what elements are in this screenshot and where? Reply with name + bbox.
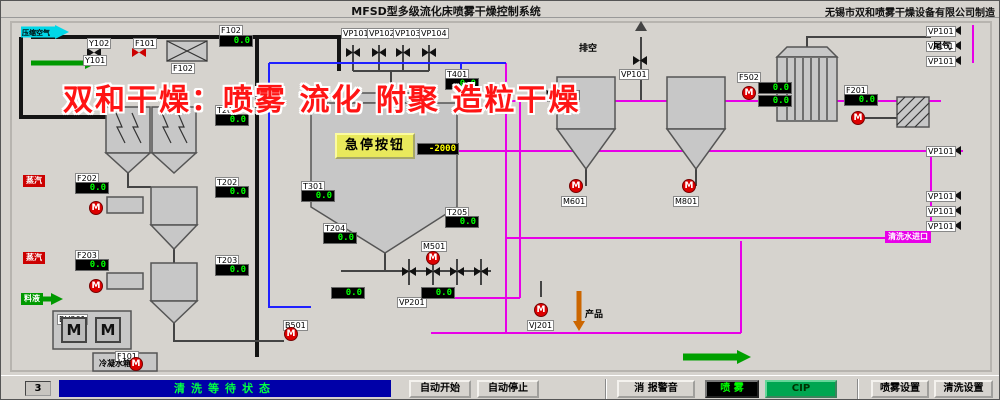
pump-b501[interactable]: M <box>284 327 298 341</box>
tag-vp101-r3: VP101 <box>926 56 956 67</box>
display-f502-a: 0.0 <box>758 82 792 94</box>
tag-vp104: VP104 <box>419 28 449 39</box>
watermark-text: 双和干燥：喷雾 流化 附聚 造粒干燥 <box>63 83 581 118</box>
emergency-stop-button[interactable]: 急停按钮 <box>335 133 415 159</box>
product-arrow <box>573 291 585 331</box>
tail-gas-label: 尾气 <box>933 42 952 52</box>
tag-vp101-r7: VP101 <box>926 221 956 232</box>
steam-label-1: 蒸汽 <box>23 175 45 187</box>
pump-m601[interactable]: M <box>569 179 583 193</box>
steam-label-2: 蒸汽 <box>23 252 45 264</box>
title-bar: MFSD型多级流化床喷雾干燥控制系统 无锡市双和喷雾干燥设备有限公司制造 <box>1 1 999 19</box>
display-silo1-feed: 0.0 <box>546 90 580 102</box>
cip-button[interactable]: CIP <box>765 380 837 398</box>
tag-vp101-r4: VP101 <box>926 146 956 157</box>
pump-f202[interactable]: M <box>89 201 103 215</box>
manufacturer-label: 无锡市双和喷雾干燥设备有限公司制造 <box>825 8 995 19</box>
display-t202: 0.0 <box>215 186 249 198</box>
display-t203: 0.0 <box>215 264 249 276</box>
display-f502-b: 0.0 <box>758 95 792 107</box>
tag-vp101-r2: VP101 <box>926 41 956 52</box>
tag-m801: M801 <box>673 196 700 207</box>
pump-f201[interactable]: M <box>851 111 865 125</box>
tag-y102: Y102 <box>87 38 112 49</box>
auto-stop-button[interactable]: 自动停止 <box>477 380 539 398</box>
main-air-pipes <box>19 35 341 357</box>
tag-vp201: VP201 <box>397 297 427 308</box>
tag-f101-pump: F101 <box>115 351 139 362</box>
tag-vp101-r6: VP101 <box>926 206 956 217</box>
display-chamber-vacuum: -2000 <box>417 143 459 155</box>
compressed-air-label: 压缩空气 <box>22 29 50 37</box>
page-title: MFSD型多级流化床喷雾干燥控制系统 <box>351 5 541 18</box>
pump-f101[interactable]: M <box>129 357 143 371</box>
clean-settings-button[interactable]: 清洗设置 <box>934 380 993 398</box>
compressed-air-arrow <box>21 25 69 39</box>
mute-alarm-button[interactable]: 消 报警音 <box>617 380 695 398</box>
pump-m801[interactable]: M <box>682 179 696 193</box>
display-t205: 0.0 <box>445 216 479 228</box>
tag-vj201: VJ201 <box>527 320 555 331</box>
tag-vp101-r1: VP101 <box>926 26 956 37</box>
product-label: 产品 <box>585 310 604 320</box>
vent-arrow <box>635 21 647 31</box>
bottom-toolbar: 3 清洗等待状态 自动开始 自动停止 消 报警音 喷 雾 CIP 喷雾设置 清洗… <box>1 375 999 399</box>
agitator-icon-1: M <box>61 317 87 343</box>
vent-label: 排空 <box>579 44 598 54</box>
pump-vj201[interactable]: M <box>534 303 548 317</box>
display-t204: 0.0 <box>323 232 357 244</box>
display-f203: 0.0 <box>75 259 109 271</box>
vessels <box>52 40 930 372</box>
tag-y101: Y101 <box>83 55 108 66</box>
diagram-frame <box>10 21 992 372</box>
tag-f101: F101 <box>133 38 157 49</box>
pump-m501[interactable]: M <box>426 251 440 265</box>
display-t401: 0.0 <box>445 78 479 90</box>
tag-m601: M601 <box>561 196 588 207</box>
display-f102: 0.0 <box>219 35 253 47</box>
tag-f102-heater: F102 <box>171 63 195 74</box>
auto-start-button[interactable]: 自动开始 <box>409 380 471 398</box>
tag-vp101-r5: VP101 <box>926 191 956 202</box>
toolbar-separator-1 <box>605 379 607 399</box>
toolbar-separator-2 <box>857 379 859 399</box>
condensate-tank-label: 冷凝水箱 <box>99 359 131 368</box>
display-t301: 0.0 <box>301 190 335 202</box>
cip-inlet-label: 清洗水进口 <box>885 231 931 243</box>
display-manifold-1: 0.0 <box>331 287 365 299</box>
status-banner: 清洗等待状态 <box>59 380 391 397</box>
display-t201: 0.0 <box>215 114 249 126</box>
step-counter: 3 <box>25 381 51 396</box>
display-f202: 0.0 <box>75 182 109 194</box>
control-valve-icons[interactable] <box>132 48 146 57</box>
feed-liquid-label: 料液 <box>21 293 43 305</box>
pump-f203[interactable]: M <box>89 279 103 293</box>
pump-f502[interactable]: M <box>742 86 756 100</box>
tag-vp101-vent: VP101 <box>619 69 649 80</box>
spray-settings-button[interactable]: 喷雾设置 <box>871 380 929 398</box>
display-manifold-2: 0.0 <box>421 287 455 299</box>
display-f201: 0.0 <box>844 94 878 106</box>
tag-f502: F502 <box>737 72 761 83</box>
agitator-icon-2: M <box>95 317 121 343</box>
spray-button[interactable]: 喷 雾 <box>705 380 759 398</box>
